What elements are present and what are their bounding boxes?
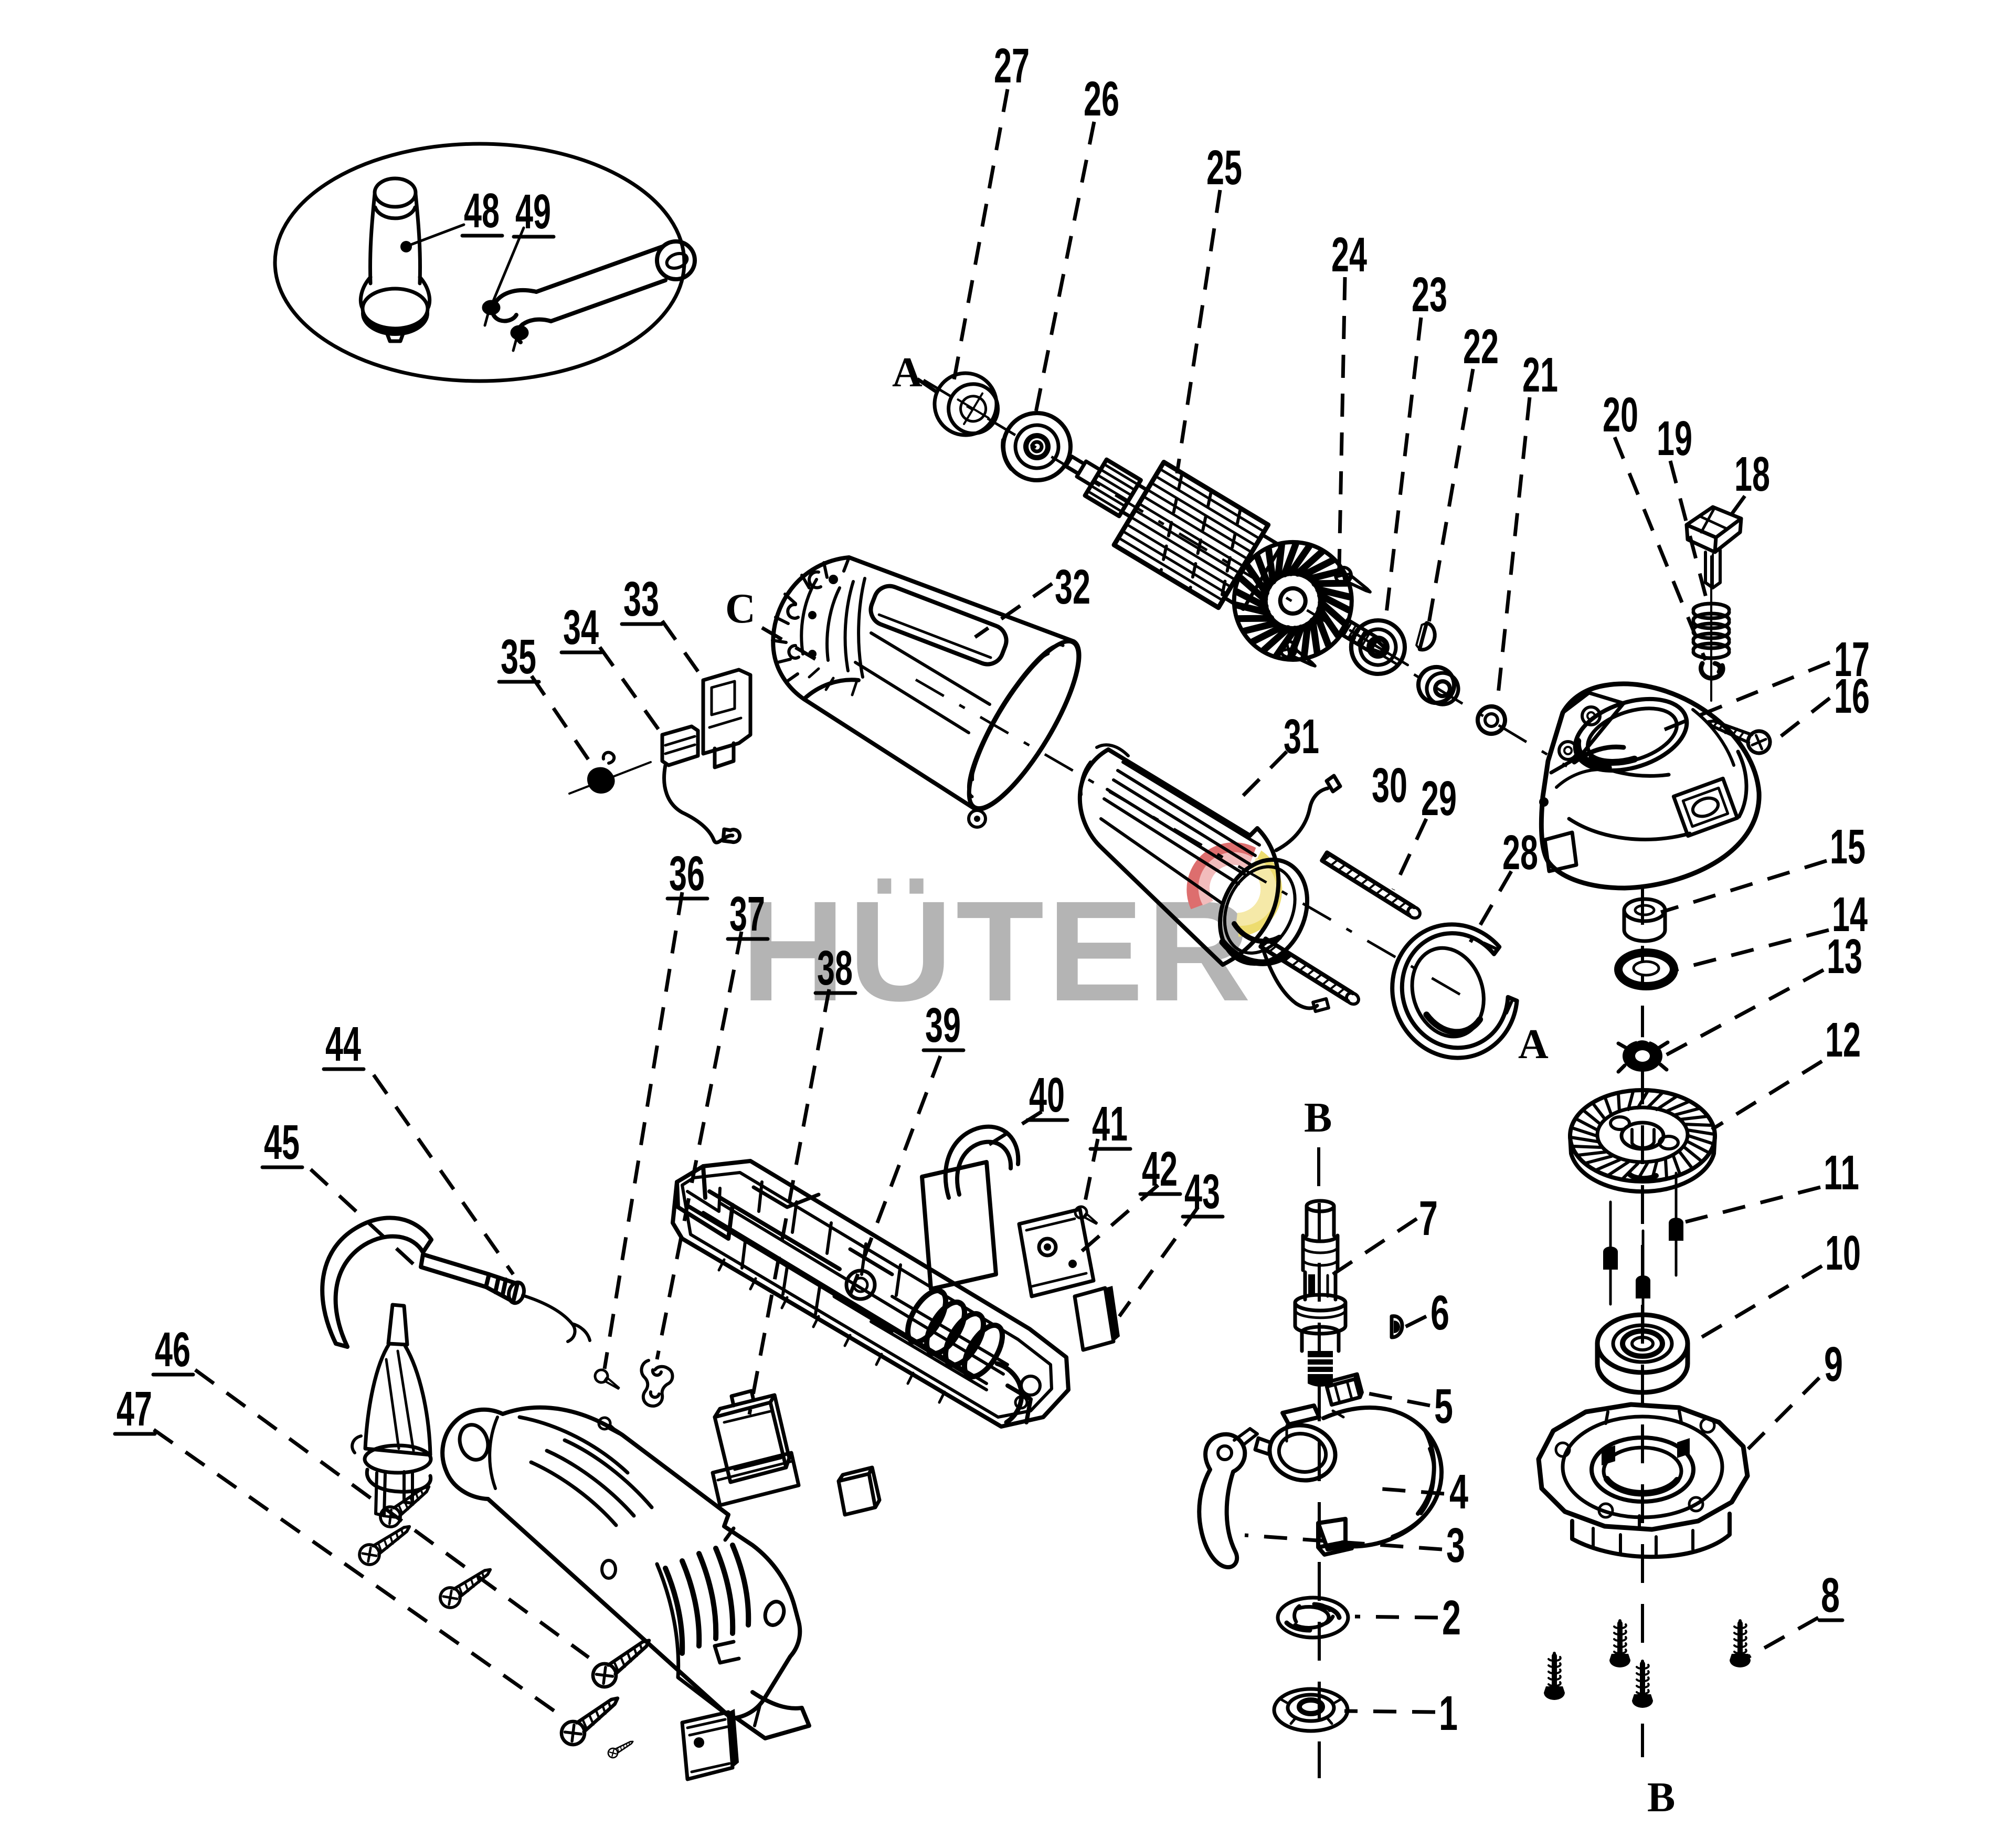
svg-text:A: A [1518, 1021, 1549, 1068]
svg-text:10: 10 [1825, 1226, 1861, 1280]
svg-text:6: 6 [1430, 1285, 1449, 1340]
svg-text:23: 23 [1412, 267, 1447, 322]
svg-text:41: 41 [1092, 1096, 1128, 1151]
svg-text:40: 40 [1029, 1068, 1065, 1122]
svg-text:A: A [892, 350, 923, 396]
svg-text:47: 47 [116, 1381, 152, 1436]
svg-text:18: 18 [1734, 447, 1770, 501]
svg-text:27: 27 [994, 38, 1030, 93]
svg-text:21: 21 [1522, 347, 1558, 402]
svg-text:49: 49 [515, 184, 551, 239]
svg-text:14: 14 [1832, 887, 1868, 942]
svg-text:8: 8 [1821, 1568, 1840, 1622]
svg-text:9: 9 [1824, 1337, 1843, 1391]
svg-text:15: 15 [1830, 819, 1866, 874]
svg-text:C: C [725, 586, 756, 632]
svg-text:1: 1 [1439, 1686, 1458, 1740]
svg-text:5: 5 [1434, 1379, 1453, 1433]
svg-text:32: 32 [1055, 559, 1090, 614]
svg-text:22: 22 [1463, 319, 1499, 374]
svg-text:31: 31 [1284, 709, 1319, 764]
svg-text:35: 35 [501, 629, 536, 684]
svg-text:25: 25 [1206, 140, 1242, 195]
svg-text:29: 29 [1421, 771, 1457, 826]
svg-text:12: 12 [1825, 1012, 1861, 1067]
svg-text:7: 7 [1419, 1191, 1438, 1245]
svg-text:4: 4 [1449, 1464, 1468, 1519]
svg-text:16: 16 [1834, 669, 1870, 723]
svg-text:19: 19 [1657, 411, 1692, 466]
svg-text:42: 42 [1142, 1142, 1178, 1196]
svg-text:26: 26 [1084, 71, 1119, 126]
svg-text:43: 43 [1184, 1164, 1220, 1219]
svg-text:30: 30 [1372, 758, 1407, 812]
svg-text:20: 20 [1603, 387, 1638, 442]
svg-text:33: 33 [623, 572, 659, 626]
svg-text:24: 24 [1331, 227, 1367, 282]
svg-text:28: 28 [1502, 825, 1538, 880]
svg-text:2: 2 [1442, 1590, 1461, 1645]
svg-text:46: 46 [155, 1322, 190, 1377]
svg-text:B: B [1647, 1775, 1675, 1821]
svg-text:37: 37 [729, 886, 765, 941]
svg-text:45: 45 [264, 1115, 300, 1169]
svg-text:B: B [1304, 1095, 1332, 1141]
svg-text:13: 13 [1827, 929, 1862, 984]
svg-text:34: 34 [563, 600, 599, 654]
svg-text:38: 38 [817, 941, 853, 995]
svg-text:44: 44 [325, 1017, 361, 1071]
svg-text:17: 17 [1834, 632, 1870, 687]
svg-text:48: 48 [464, 183, 500, 238]
svg-text:39: 39 [925, 998, 961, 1052]
svg-text:11: 11 [1824, 1145, 1859, 1200]
svg-text:36: 36 [669, 846, 705, 901]
svg-text:3: 3 [1446, 1518, 1465, 1572]
